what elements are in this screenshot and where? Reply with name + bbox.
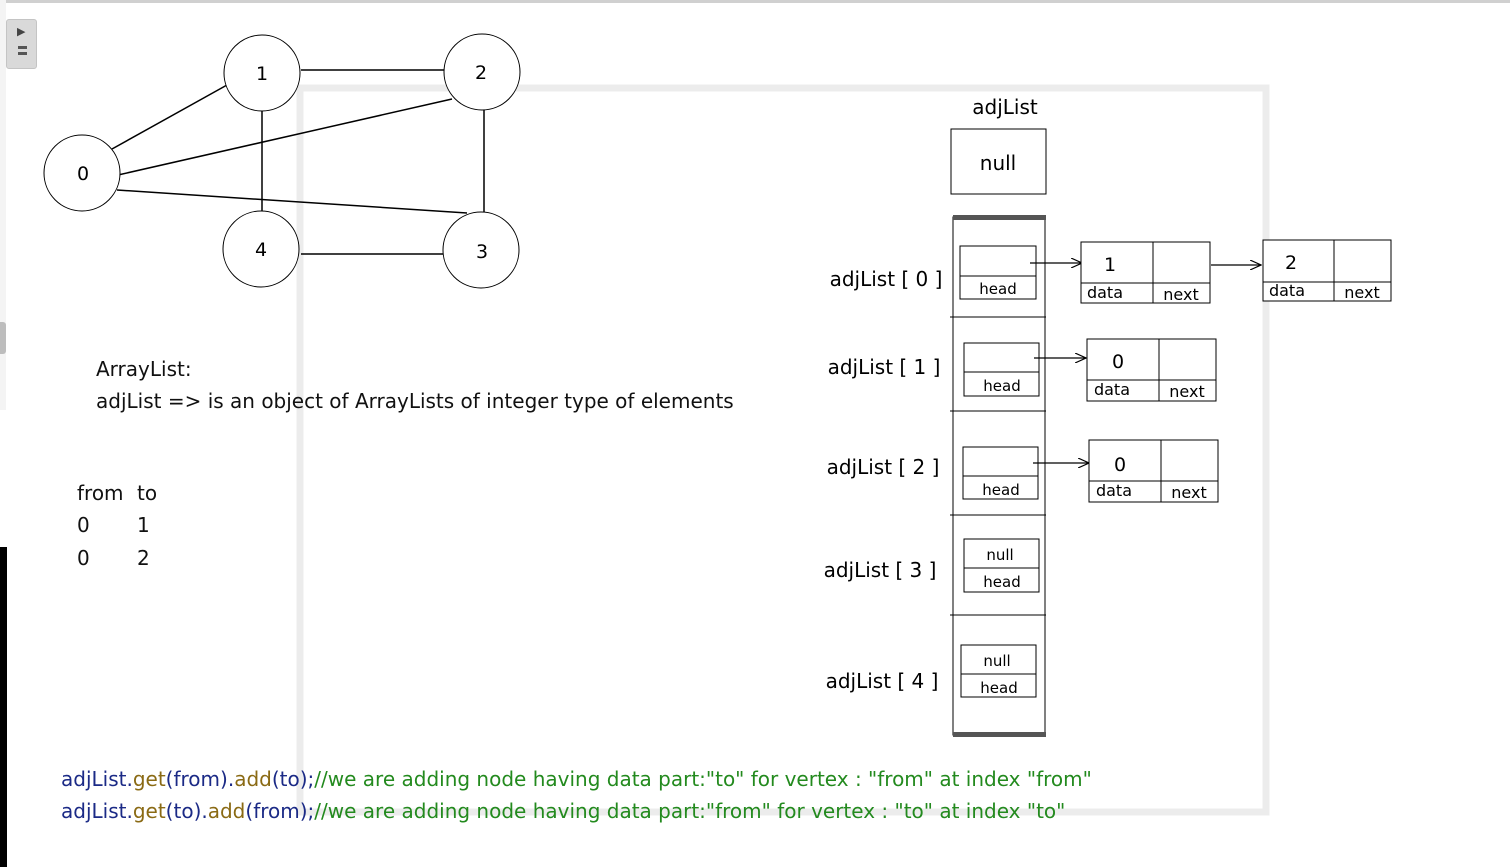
arraylist-description: adjList => is an object of ArrayLists of… xyxy=(96,389,734,413)
slot-0: head xyxy=(959,245,1037,300)
svg-text:2: 2 xyxy=(1285,252,1297,274)
menu-icon xyxy=(18,46,27,58)
background-frame xyxy=(296,84,1270,816)
slot-3-head: head xyxy=(983,573,1020,591)
svg-text:0: 0 xyxy=(1114,454,1126,476)
left-dark-strip xyxy=(0,547,7,867)
slot-2-head: head xyxy=(982,481,1019,499)
pointer-arrows xyxy=(1030,263,1261,463)
node-label-3: 3 xyxy=(476,241,488,263)
graph-node-3: 3 xyxy=(442,211,520,289)
svg-text:next: next xyxy=(1344,283,1379,302)
table-row-0-to: 1 xyxy=(137,513,150,537)
svg-text:data: data xyxy=(1096,481,1132,500)
slot-label-3: adjList [ 3 ] xyxy=(824,558,937,582)
slot-1-head: head xyxy=(983,377,1020,395)
graph-node-2: 2 xyxy=(443,33,521,111)
svg-text:data: data xyxy=(1087,283,1123,302)
play-icon: ▶ xyxy=(17,25,26,38)
node-label-0: 0 xyxy=(77,163,89,185)
list-2-node-0: 0 data next xyxy=(1088,439,1219,503)
panel-toggle-button[interactable]: ▶ xyxy=(6,19,37,69)
adjlist-title: adjList xyxy=(972,95,1038,119)
slot-3: null head xyxy=(963,538,1040,593)
svg-text:1: 1 xyxy=(1104,254,1116,276)
list-1-node-0: 0 data next xyxy=(1086,338,1217,402)
arraylist-heading: ArrayList: xyxy=(96,357,192,381)
slot-3-null: null xyxy=(986,546,1013,564)
top-border xyxy=(0,0,1510,3)
graph-node-0: 0 xyxy=(43,134,121,212)
adjlist-null-text: null xyxy=(980,151,1016,175)
svg-text:next: next xyxy=(1169,382,1204,401)
table-row-0-from: 0 xyxy=(77,513,90,537)
svg-text:0: 0 xyxy=(1112,351,1124,373)
slot-label-0: adjList [ 0 ] xyxy=(830,267,943,291)
slot-4-head: head xyxy=(980,679,1017,697)
graph-node-4: 4 xyxy=(222,210,300,288)
node-label-1: 1 xyxy=(256,63,268,85)
edge-0-3 xyxy=(116,189,468,214)
node-label-4: 4 xyxy=(255,239,267,261)
edge-0-2 xyxy=(117,98,453,176)
edge-0-1 xyxy=(111,84,228,150)
svg-text:data: data xyxy=(1094,380,1130,399)
svg-text:data: data xyxy=(1269,281,1305,300)
slot-4: null head xyxy=(960,644,1037,698)
list-0-node-1: 2 data next xyxy=(1262,239,1392,302)
table-header-from: from xyxy=(77,481,124,505)
table-row-1-from: 0 xyxy=(77,546,90,570)
slot-4-null: null xyxy=(983,652,1010,670)
table-row-1-to: 2 xyxy=(137,546,150,570)
slot-label-1: adjList [ 1 ] xyxy=(828,355,941,379)
table-header-to: to xyxy=(137,481,158,505)
graph-node-1: 1 xyxy=(223,34,301,112)
side-panel-handle[interactable] xyxy=(0,322,6,354)
slot-label-4: adjList [ 4 ] xyxy=(826,669,939,693)
code-line-1: adjList.get(from).add(to);//we are addin… xyxy=(61,767,1092,791)
slot-1: head xyxy=(963,342,1040,397)
slot-0-head: head xyxy=(979,280,1016,298)
node-label-2: 2 xyxy=(475,62,487,84)
graph-edges xyxy=(111,69,485,255)
slot-label-2: adjList [ 2 ] xyxy=(827,455,940,479)
list-0-node-0: 1 data next xyxy=(1080,241,1211,304)
slot-2: head xyxy=(962,446,1039,500)
adjlist-null-box xyxy=(950,128,1047,195)
code-line-2: adjList.get(to).add(from);//we are addin… xyxy=(61,799,1066,823)
left-panel-edge xyxy=(0,0,6,410)
svg-text:next: next xyxy=(1171,483,1206,502)
svg-text:next: next xyxy=(1163,285,1198,304)
